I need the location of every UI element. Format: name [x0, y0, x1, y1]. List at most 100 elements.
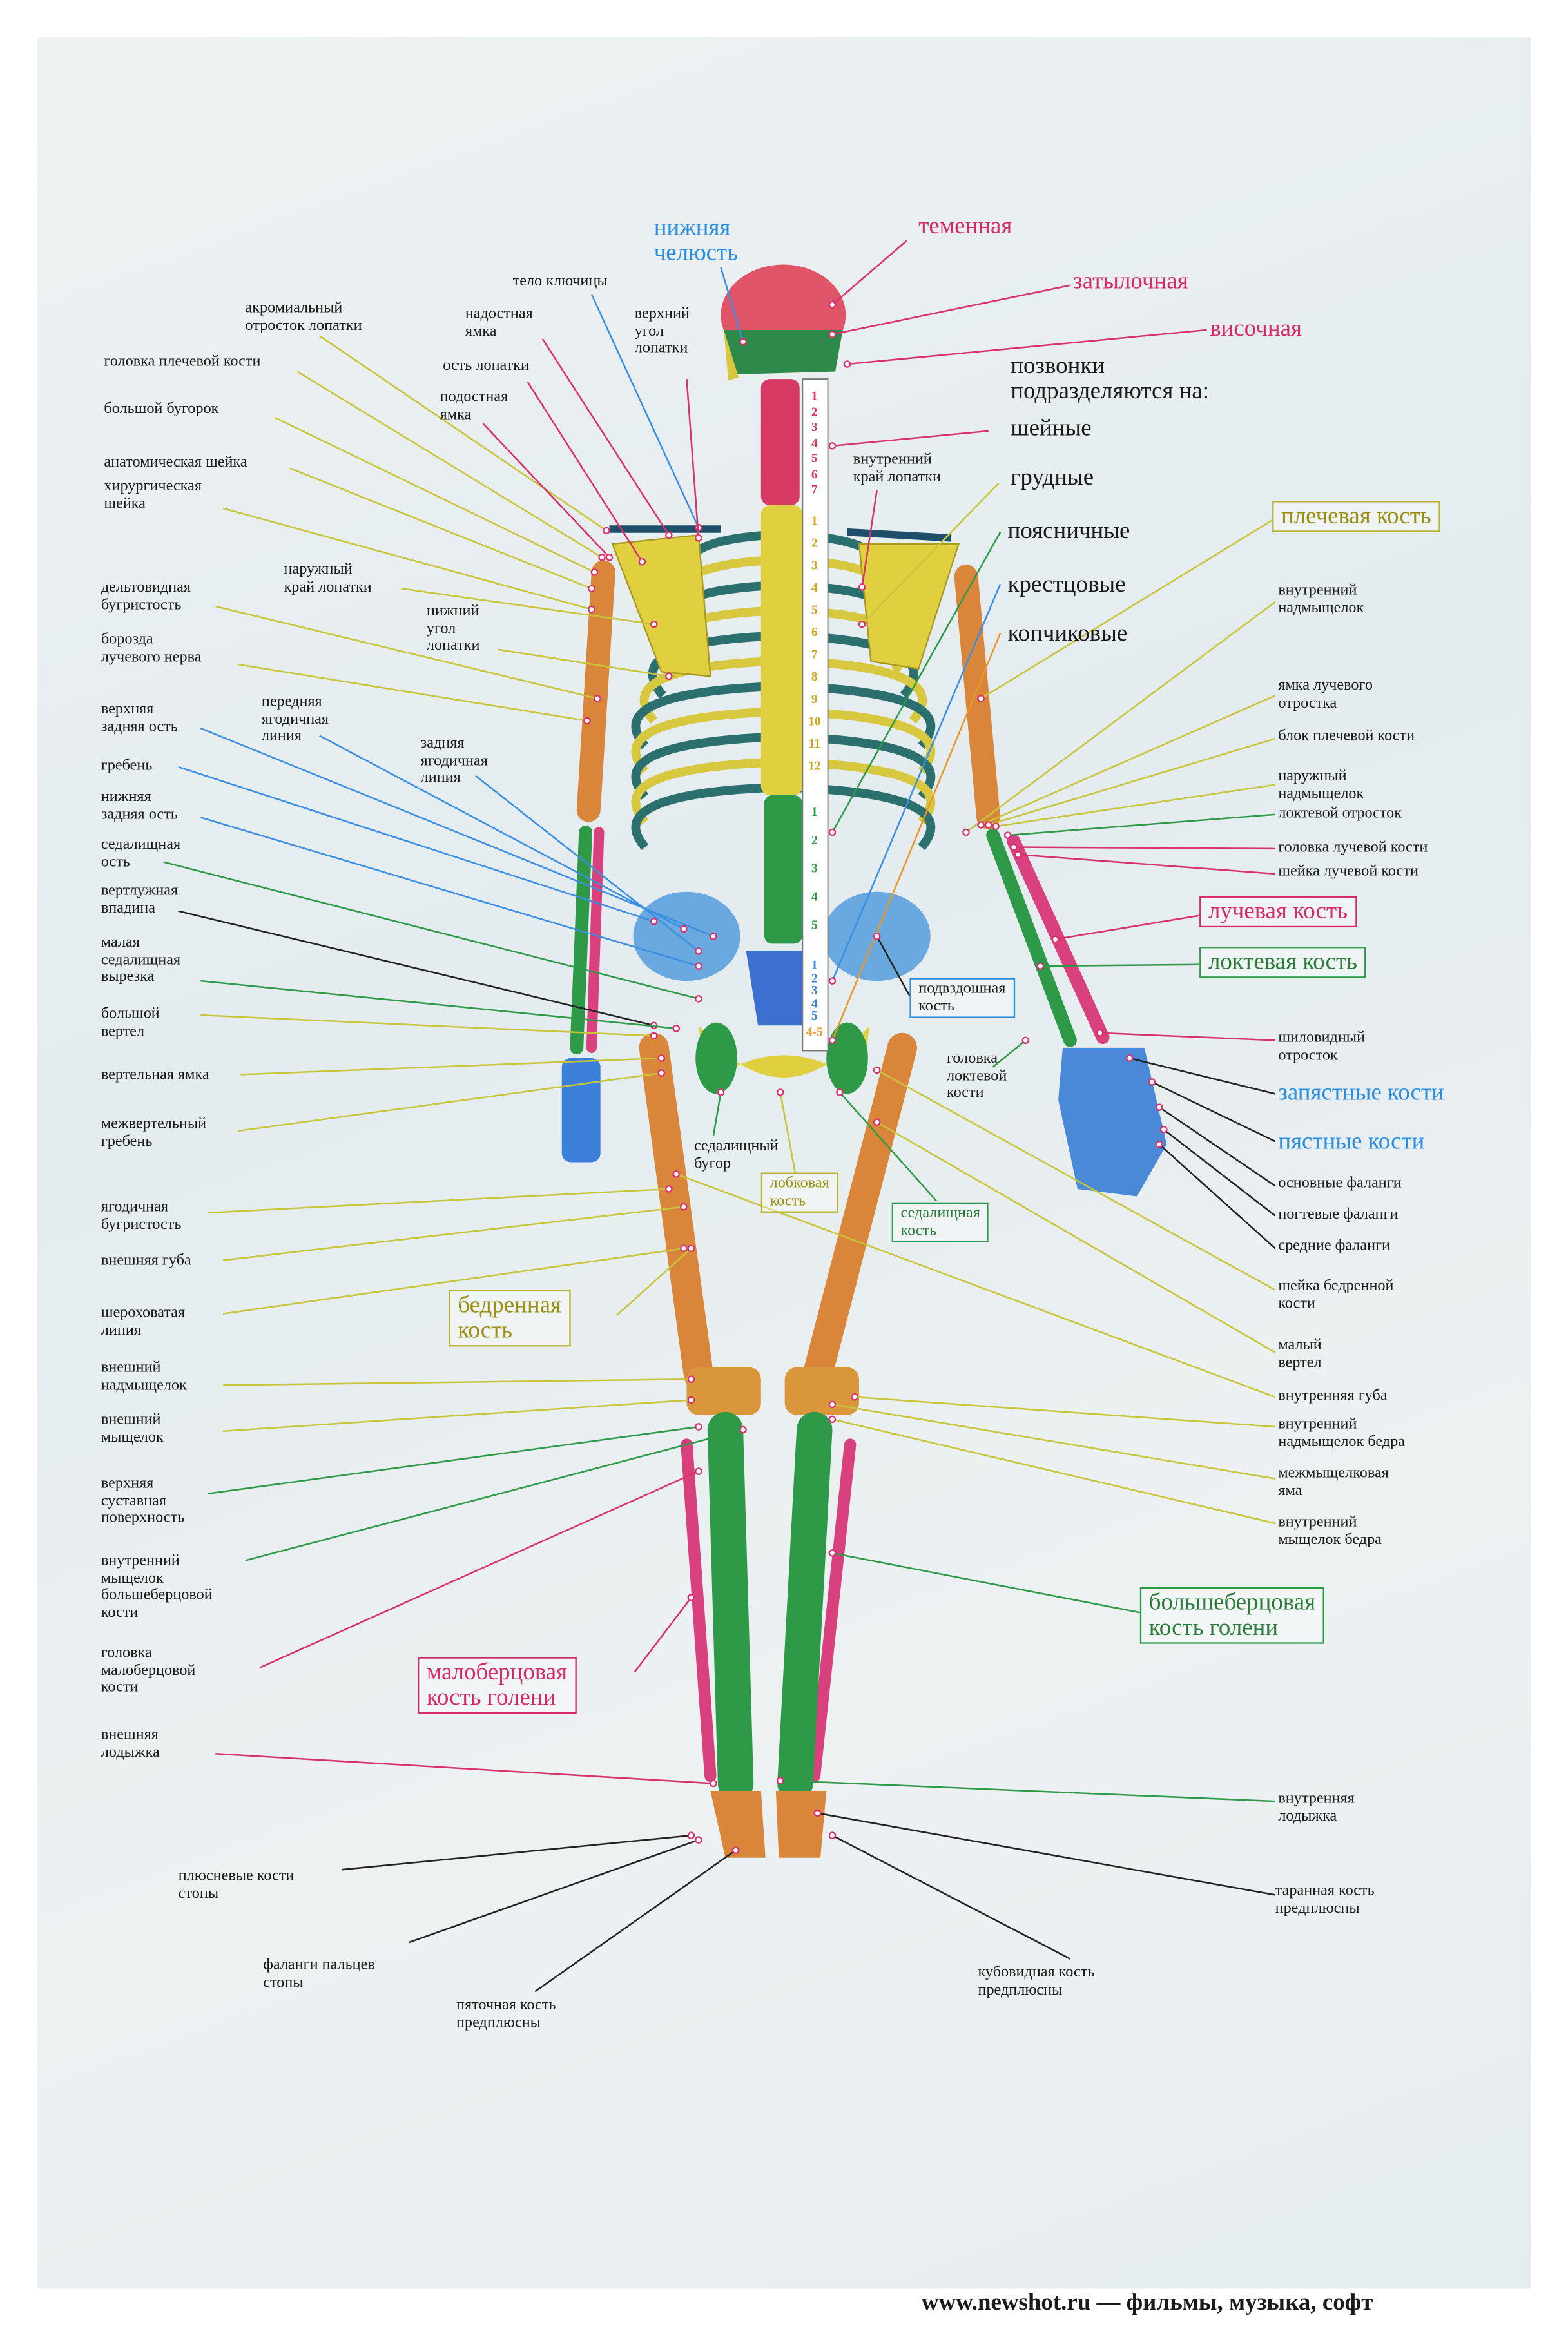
label-anatomicheskaya: анатомическая шейка	[104, 454, 247, 472]
label-vertluzhnaya: вертлужная впадина	[101, 882, 179, 916]
leader-line-vneshnyaya-guba	[222, 1206, 684, 1261]
label-bolshoy-bugorok: большой бугорок	[104, 401, 219, 418]
anchor-dot	[598, 554, 606, 561]
leader-line-malobertsovaya	[634, 1597, 692, 1673]
label-bolshebertsovaya: большеберцовая кость голени	[1139, 1587, 1324, 1644]
leader-line-lobkovaya	[779, 1092, 797, 1173]
label-telo-klyuchitsy: тело ключицы	[512, 273, 608, 290]
leader-line-podvzdoshnaya	[876, 936, 911, 996]
leader-line-anatomicheskaya	[289, 467, 592, 590]
leader-line-verkhniy-ugol	[686, 378, 700, 538]
right-ulna	[986, 828, 1077, 1047]
label-maly-vertel: малый вертел	[1278, 1337, 1322, 1371]
label-zatylochnaya: затылочная	[1073, 269, 1188, 295]
leader-line-sheyka-bedrennoy	[876, 1069, 1276, 1291]
label-pyastnye: пястные кости	[1278, 1129, 1425, 1155]
left-femur	[639, 1032, 713, 1390]
label-malobertsovaya: малоберцовая кость голени	[418, 1657, 576, 1714]
vertebra-number-cervical: 2	[811, 403, 818, 419]
anchor-dot	[1051, 935, 1060, 943]
anchor-dot	[828, 301, 837, 309]
left-ilium	[633, 891, 740, 981]
anchor-dot	[1010, 843, 1018, 851]
label-borozda: борозда лучевого нерва	[101, 632, 202, 666]
label-loktevoy-otrostok: локтевой отросток	[1278, 805, 1402, 822]
leader-line-tarannaya	[817, 1812, 1275, 1896]
leader-line-malaya-sedalishchnaya	[200, 980, 677, 1030]
label-yamka-luchevogo: ямка лучевого отростка	[1278, 677, 1373, 711]
leader-line-luchevaya-kost	[1055, 914, 1200, 940]
label-golovka-plechevoy: головка плечевой кости	[104, 353, 261, 371]
label-sheyka-bedrennoy: шейка бедренной кости	[1278, 1278, 1394, 1312]
anchor-dot	[717, 1088, 725, 1096]
leader-line-nadostnaya	[541, 338, 670, 536]
leader-line-sedalishchny-bugor	[712, 1092, 722, 1136]
vertebra-number-thoracic: 5	[811, 602, 818, 617]
right-knee	[784, 1367, 859, 1415]
label-srednie-falangi: средние фаланги	[1278, 1238, 1391, 1255]
leader-line-bolshebertsovaya	[832, 1552, 1141, 1614]
leader-line-deltovidnaya	[215, 605, 598, 700]
leader-lines	[163, 240, 1276, 1993]
leader-line-verkhnyaya-sustavnaya	[208, 1425, 699, 1494]
label-perednyaya-yagodichnaya: передняя ягодичная линия	[261, 693, 329, 745]
anchor-dot	[687, 1375, 695, 1383]
vertebra-number-cervical: 1	[811, 387, 818, 403]
anchor-dot	[687, 1244, 695, 1252]
leader-line-yamka-luchevogo	[980, 695, 1276, 826]
label-nadostnaya: надостная ямка	[465, 306, 533, 340]
anchor-dot	[665, 531, 673, 539]
anchor-dot	[828, 331, 837, 338]
anchor-dot	[1014, 851, 1022, 858]
anchor-dot	[657, 1054, 666, 1062]
leader-line-plyusnevye	[342, 1834, 692, 1871]
leader-line-borozda	[237, 663, 588, 722]
leader-line-vneshniy-myshchelok	[222, 1399, 692, 1433]
label-akromialny: акромиальный отросток лопатки	[245, 300, 362, 334]
anchor-dot	[828, 1400, 837, 1409]
label-poyasnichnye: поясничные	[1007, 518, 1130, 545]
anchor-dot	[858, 620, 866, 628]
anchor-dot	[672, 1170, 681, 1178]
vertebra-number-thoracic: 11	[808, 735, 821, 751]
anchor-dot	[851, 1393, 858, 1401]
label-sheynye: шейные	[1011, 416, 1092, 441]
label-kubovidnaya: кубовидная кость предплюсны	[978, 1964, 1095, 1998]
leader-line-golovka-loktevoy	[992, 1039, 1027, 1068]
right-humerus	[954, 565, 1001, 829]
leader-line-visochnaya	[847, 329, 1207, 365]
label-vneshnyaya-guba: внешняя губа	[101, 1253, 191, 1270]
leader-line-sheyka-luchevoy	[1018, 853, 1275, 875]
label-vnutrenniy-kray: внутренний край лопатки	[853, 452, 941, 485]
anchor-dot	[828, 828, 837, 836]
left-humerus	[576, 560, 615, 822]
label-golovka-malobertsovoy: головка малоберцовой кости	[101, 1645, 196, 1696]
label-zadnyaya-yagodichnaya: задняя ягодичная линия	[420, 735, 488, 786]
leader-line-mezhvertelny	[237, 1072, 662, 1132]
leader-line-yagodichnaya-bugr	[208, 1188, 669, 1214]
right-fibula	[808, 1438, 857, 1783]
rib	[631, 707, 936, 775]
label-golovka-loktevoy: головка локтевой кости	[947, 1050, 1007, 1101]
label-pyatochnaya: пяточная кость предплюсны	[456, 1997, 556, 2031]
leader-line-telo-klyuchitsy	[590, 294, 700, 528]
label-bolshoy-vertel: большой вертел	[101, 1006, 160, 1040]
anchor-dot	[962, 828, 970, 836]
anchor-dot	[776, 1777, 784, 1784]
anchor-dot	[680, 1244, 688, 1252]
label-lobkovaya: лобковая кость	[760, 1172, 838, 1213]
vertebra-number-cervical: 3	[811, 419, 818, 434]
left-ischium	[695, 1022, 737, 1094]
vertebra-number-thoracic: 12	[808, 758, 821, 773]
label-golovka-luchevoy: головка лучевой кости	[1278, 840, 1428, 856]
anchor-dot	[650, 1032, 658, 1040]
leader-line-sheynye	[832, 430, 989, 447]
leader-line-ost-lopatki	[527, 382, 643, 563]
vertebra-number-thoracic: 4	[811, 579, 818, 595]
vertebra-number-strip	[802, 378, 829, 1052]
label-luchevaya-kost: лучевая кость	[1199, 896, 1357, 928]
label-grudnye: грудные	[1011, 465, 1094, 491]
vertebra-number-cervical: 6	[811, 465, 818, 481]
rib	[631, 783, 936, 851]
leader-line-vertelnaya-yamka	[240, 1057, 662, 1076]
